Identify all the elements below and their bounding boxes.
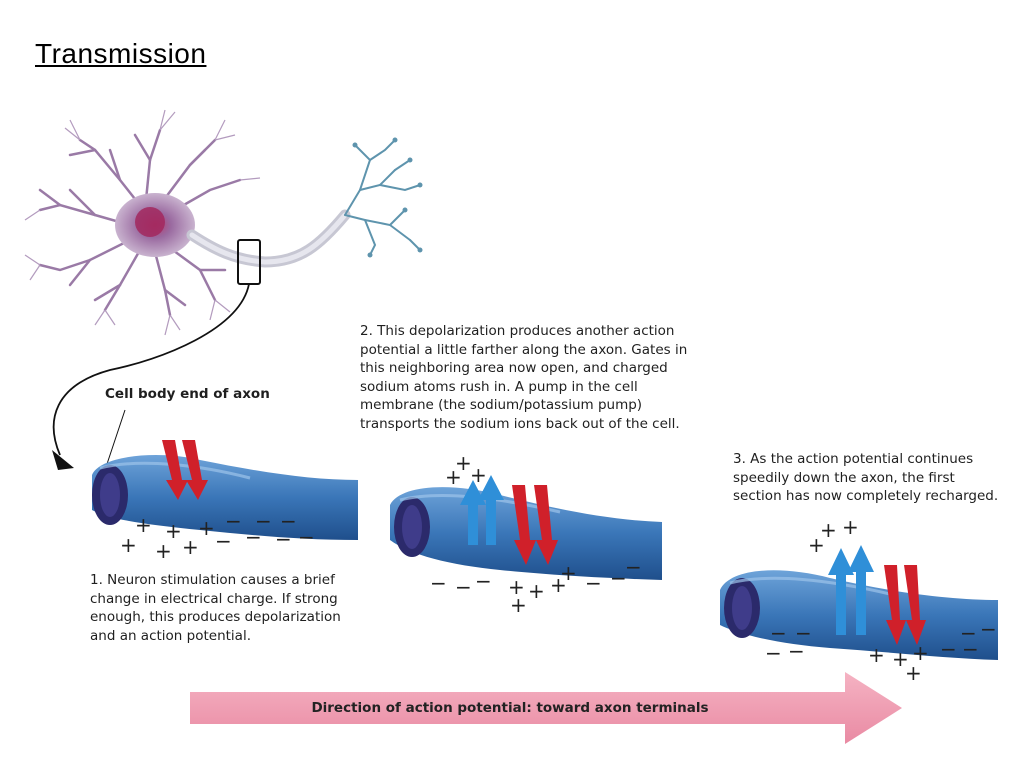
nucleus — [135, 207, 165, 237]
svg-text:+: + — [912, 641, 929, 665]
svg-text:+: + — [165, 519, 182, 543]
axon-terminals — [344, 139, 421, 256]
dendrites — [38, 128, 242, 317]
svg-text:−: − — [940, 637, 957, 661]
sodium-out-arrows-3 — [828, 545, 874, 635]
step2-caption: 2. This depolarization produces another … — [360, 323, 688, 432]
svg-text:+: + — [508, 575, 525, 599]
svg-text:+: + — [868, 643, 885, 667]
svg-text:+: + — [550, 573, 567, 597]
step3-caption: 3. As the action potential continues spe… — [733, 451, 999, 505]
svg-text:−: − — [298, 525, 315, 549]
svg-text:+: + — [528, 579, 545, 603]
svg-text:−: − — [455, 575, 472, 599]
sodium-out-arrows — [460, 475, 504, 545]
direction-label: Direction of action potential: toward ax… — [311, 700, 709, 716]
axon-segment-1: +++ +++ −−− −−−− — [92, 440, 358, 563]
svg-text:−: − — [962, 637, 979, 661]
svg-text:+: + — [820, 518, 837, 542]
page-title: Transmission — [35, 38, 207, 69]
direction-arrow — [190, 672, 902, 744]
svg-text:−: − — [275, 527, 292, 551]
svg-text:−: − — [770, 621, 787, 645]
svg-text:+: + — [808, 533, 825, 557]
sodium-in-arrows — [162, 440, 208, 500]
svg-text:+: + — [135, 513, 152, 537]
svg-text:−: − — [788, 639, 805, 663]
svg-text:+: + — [182, 535, 199, 559]
cell-body-end-label: Cell body end of axon — [105, 386, 270, 402]
callout-arrow — [52, 283, 250, 456]
svg-text:−: − — [430, 571, 447, 595]
sodium-in-arrows-2 — [512, 485, 558, 565]
svg-text:+: + — [892, 647, 909, 671]
svg-text:+: + — [455, 451, 472, 475]
sodium-in-arrows-3 — [884, 565, 926, 645]
svg-text:−: − — [585, 571, 602, 595]
svg-text:−: − — [255, 509, 272, 533]
svg-text:−: − — [980, 617, 997, 641]
axon-segment-2: +++ −−− +++ ++ −−− — [390, 451, 662, 617]
svg-text:−: − — [245, 525, 262, 549]
step1-caption: 1. Neuron stimulation causes a brief cha… — [90, 572, 341, 644]
svg-text:+: + — [198, 516, 215, 540]
svg-text:−: − — [280, 509, 297, 533]
svg-text:+: + — [560, 561, 577, 585]
svg-text:−: − — [225, 509, 242, 533]
terminal-buttons — [352, 137, 423, 258]
svg-text:−: − — [610, 566, 627, 590]
svg-text:−: − — [215, 529, 232, 553]
charges-seg1: +++ +++ −−− −−−− — [120, 509, 315, 563]
svg-text:−: − — [475, 569, 492, 593]
svg-text:−: − — [765, 641, 782, 665]
axon-segment-3: +++ −−−− ++++ −−−− — [720, 515, 998, 685]
svg-text:+: + — [510, 593, 527, 617]
dendrite-fine — [24, 109, 261, 336]
svg-text:+: + — [445, 465, 462, 489]
svg-text:−: − — [795, 621, 812, 645]
svg-text:+: + — [120, 533, 137, 557]
svg-text:+: + — [842, 515, 859, 539]
callout-arrowhead — [52, 450, 74, 470]
svg-text:+: + — [470, 463, 487, 487]
svg-text:−: − — [625, 555, 642, 579]
charges-seg2: +++ −−− +++ ++ −−− — [430, 451, 642, 617]
neuron-illustration — [24, 109, 423, 486]
charges-seg3: +++ −−−− ++++ −−−− — [765, 515, 997, 685]
svg-text:−: − — [960, 621, 977, 645]
svg-text:+: + — [155, 539, 172, 563]
svg-text:+: + — [905, 661, 922, 685]
